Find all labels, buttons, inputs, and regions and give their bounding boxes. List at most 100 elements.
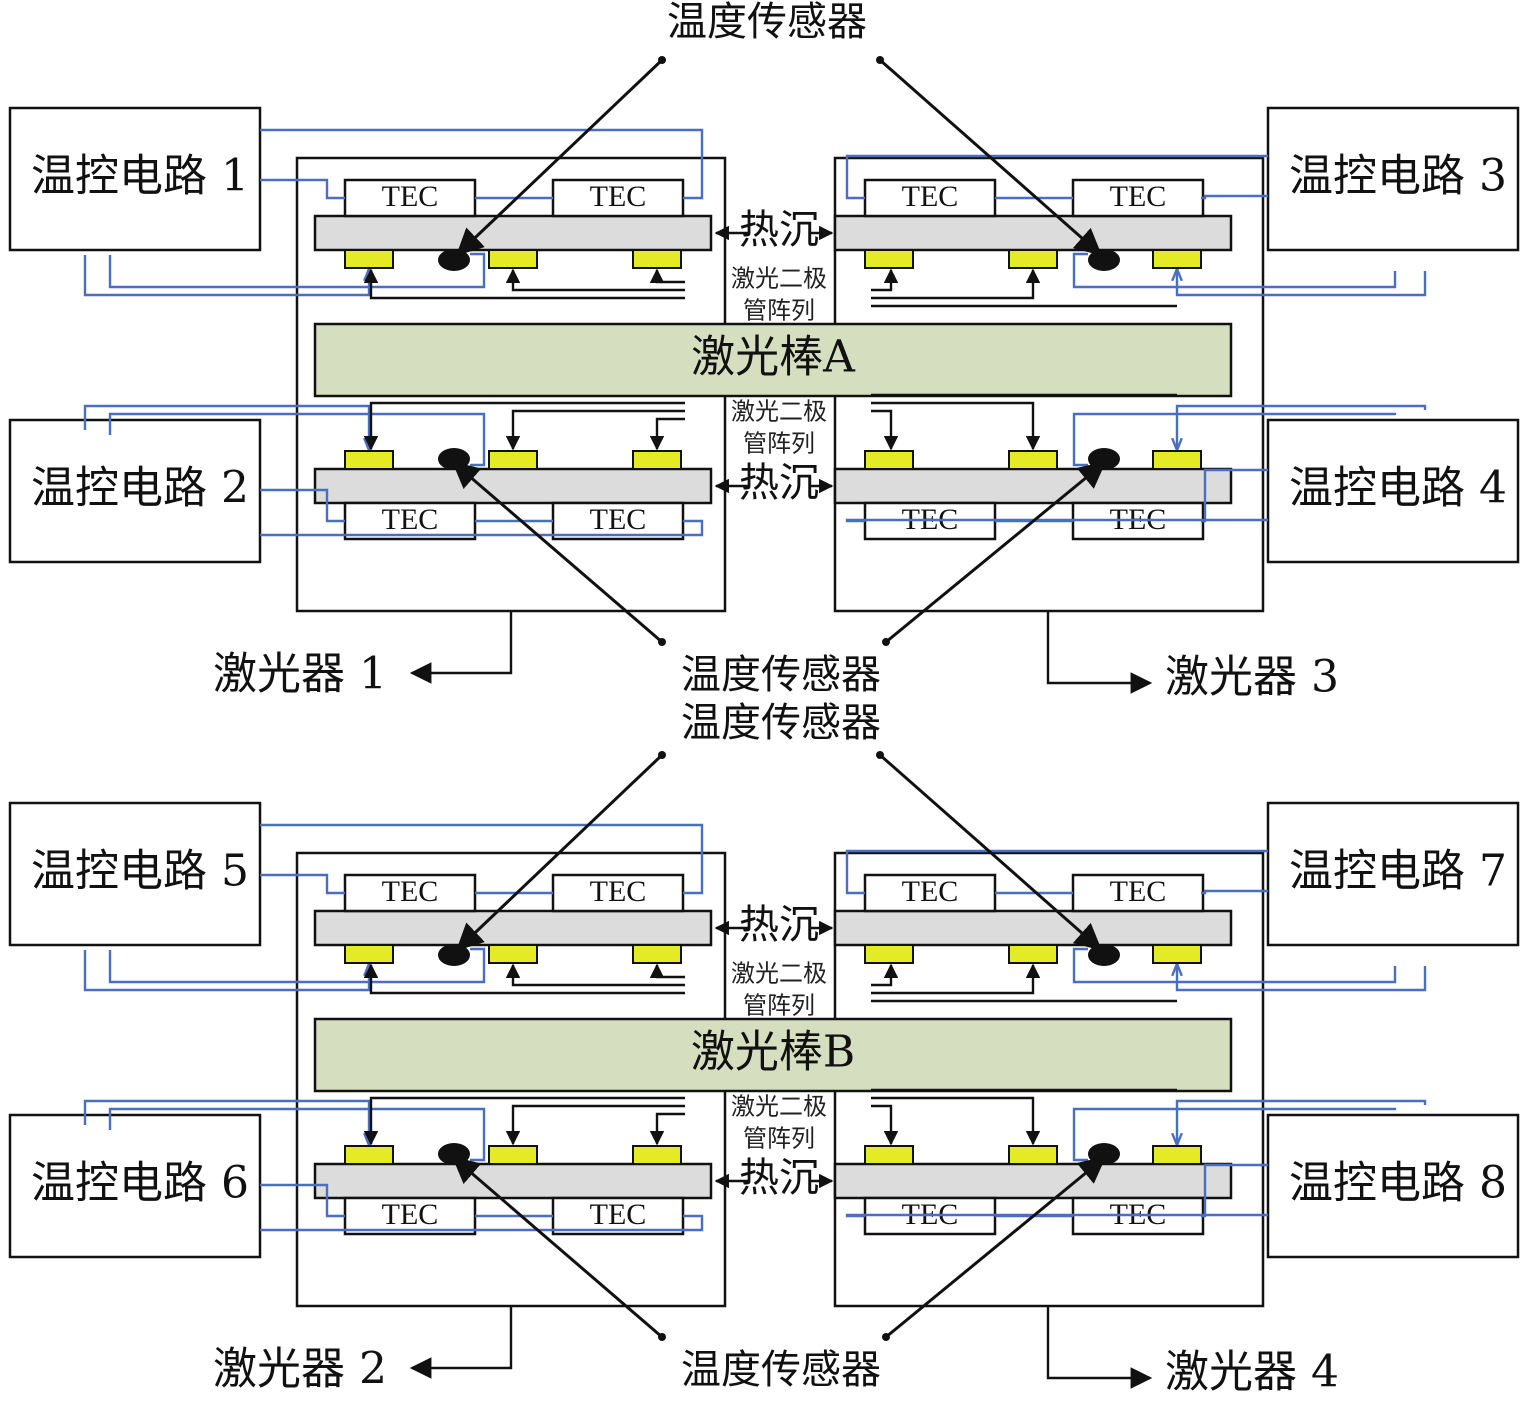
diode-wire: [83, 255, 369, 297]
circuit-label: 温控电路 3: [1289, 151, 1507, 202]
temperature-control-circuit: [1266, 418, 1520, 564]
laser-rod-label: 激光棒B: [691, 1027, 855, 1078]
laser-diode-icon: [1152, 249, 1202, 269]
diode-array-label: 管阵列: [743, 297, 815, 325]
sensor-leader: [456, 753, 664, 951]
drive-line: [871, 1096, 1041, 1146]
leader-dot: [658, 638, 666, 646]
leader-dot: [876, 56, 884, 64]
drive-line: [871, 401, 1041, 451]
temperature-sensor-dot-icon: [1088, 448, 1120, 470]
leader-dot: [882, 638, 890, 646]
leader-dot: [876, 751, 884, 759]
laser-diode-icon: [1008, 1145, 1058, 1165]
laser-diode-icon: [1008, 944, 1058, 964]
temperature-sensor-dot-icon: [438, 448, 470, 470]
laser-diode-icon: [864, 450, 914, 470]
temperature-sensor-dot-icon: [438, 1143, 470, 1165]
drive-line: [871, 963, 899, 987]
tec-return-wire: [260, 519, 704, 537]
laser-diode-icon: [488, 249, 538, 269]
laser-diode-icon: [1008, 249, 1058, 269]
diode-array-label: 管阵列: [743, 430, 815, 458]
temperature-control-circuit: [1266, 1113, 1520, 1259]
sensor-label-bottom: 温度传感器: [681, 1347, 881, 1393]
diode-array-label: 管阵列: [743, 992, 815, 1020]
drive-line: [505, 409, 685, 451]
drive-line: [505, 963, 685, 987]
drive-line: [871, 409, 899, 451]
diode-wire: [1177, 404, 1427, 449]
sensor-label-mid-2: 温度传感器: [681, 700, 881, 746]
sensor-leader: [885, 461, 1107, 644]
drive-line: [649, 963, 685, 979]
tec-return-wire: [845, 1213, 1268, 1218]
drive-line: [363, 401, 685, 451]
laser-diode-icon: [344, 450, 394, 470]
laser-diode-icon: [864, 249, 914, 269]
laser-diode-icon: [344, 249, 394, 269]
diode-wire: [83, 404, 369, 449]
laser-diode-icon: [488, 450, 538, 470]
sensor-leader: [885, 1156, 1107, 1339]
laser-diode-icon: [632, 944, 682, 964]
tec-wire: [1201, 194, 1268, 200]
tec-return-wire: [260, 823, 704, 895]
tec-label: TEC: [590, 180, 647, 213]
leader-dot: [882, 1333, 890, 1341]
circuit-label: 温控电路 2: [31, 463, 249, 514]
tec-label: TEC: [1110, 875, 1167, 908]
diode-array-label: 激光二极: [731, 960, 827, 988]
tec-wire: [260, 873, 345, 895]
tec-module: [551, 178, 685, 218]
heat-sink-label: 热沉: [739, 460, 819, 506]
leader-dot: [658, 1333, 666, 1341]
tec-wire: [260, 488, 345, 523]
diode-wire: [83, 1099, 369, 1144]
laser-diode-icon: [1008, 450, 1058, 470]
temperature-sensor-dot-icon: [1088, 249, 1120, 271]
laser-output-label: 激光器 4: [1165, 1347, 1339, 1398]
sensor-leader: [879, 753, 1103, 951]
laser-output-line: [1046, 1306, 1153, 1389]
drive-line: [505, 268, 685, 292]
temperature-control-circuit: [1266, 801, 1520, 947]
drive-line: [363, 268, 685, 300]
tec-label: TEC: [590, 503, 647, 536]
temperature-sensor-dot-icon: [1088, 1143, 1120, 1165]
tec-label: TEC: [382, 503, 439, 536]
laser-output-label: 激光器 1: [213, 649, 387, 700]
circuit-label: 温控电路 6: [31, 1158, 249, 1209]
sensor-leader: [879, 58, 1103, 256]
temperature-sensor-dot-icon: [438, 944, 470, 966]
drive-line: [363, 1096, 685, 1146]
tec-wire: [1201, 889, 1268, 895]
laser-diode-icon: [632, 1145, 682, 1165]
heat-sink-label: 热沉: [739, 1155, 819, 1201]
circuit-label: 温控电路 4: [1289, 463, 1507, 514]
laser-diode-icon: [488, 1145, 538, 1165]
tec-return-wire: [260, 128, 704, 200]
temperature-control-circuit: [8, 1113, 262, 1259]
sensor-leader: [451, 1156, 663, 1339]
laser-diode-icon: [632, 450, 682, 470]
drive-line: [871, 268, 1041, 300]
leader-dot: [658, 751, 666, 759]
laser-diode-icon: [864, 1145, 914, 1165]
laser-diode-icon: [344, 1145, 394, 1165]
laser-output-line: [1046, 611, 1153, 694]
laser-rod: [313, 322, 1233, 398]
drive-line: [871, 268, 899, 292]
temperature-sensor-dot-icon: [1088, 944, 1120, 966]
tec-return-wire: [845, 154, 1268, 200]
drive-line: [871, 1104, 899, 1146]
tec-label: TEC: [902, 875, 959, 908]
circuit-label: 温控电路 1: [31, 151, 249, 202]
sensor-leader: [456, 58, 664, 256]
sensor-wire: [1072, 252, 1397, 289]
tec-label: TEC: [590, 875, 647, 908]
heat-sink: [833, 1162, 1233, 1200]
tec-label: TEC: [382, 875, 439, 908]
drive-line: [363, 963, 685, 995]
